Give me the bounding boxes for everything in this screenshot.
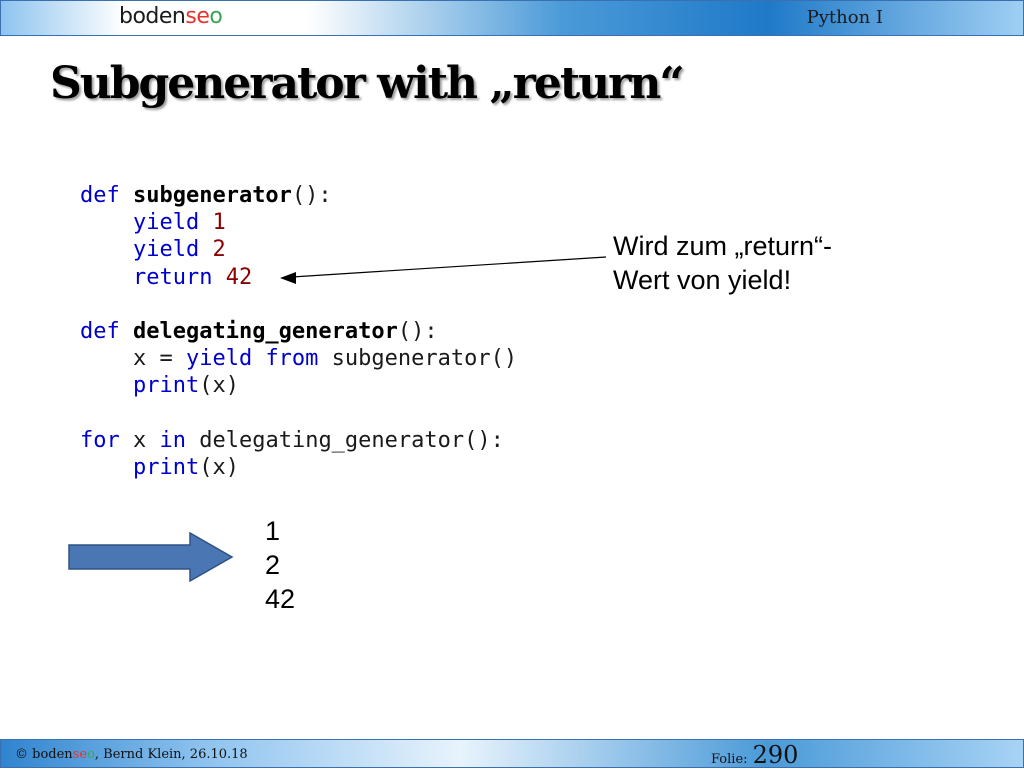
code-token: print <box>132 455 200 481</box>
code-line: return 42 <box>80 265 252 290</box>
code-line: print(x) <box>80 455 239 480</box>
code-block: def subgenerator(): yield 1 yield 2 retu… <box>80 182 517 481</box>
header-bar: bodenseo Python I <box>0 0 1024 36</box>
slide-title: Subgenerator with „return“ <box>50 58 685 109</box>
code-token: yield from <box>185 346 332 372</box>
code-token: yield <box>132 210 213 236</box>
code-line: def subgenerator(): <box>80 183 332 208</box>
code-token: subgenerator <box>132 183 292 208</box>
code-token: for <box>80 427 133 453</box>
code-token: delegating_generator(): <box>199 427 504 453</box>
annotation-note: Wird zum „return“- Wert von yield! <box>613 229 832 297</box>
output-line: 42 <box>265 584 296 614</box>
code-token: 2 <box>212 237 226 263</box>
code-token: (x) <box>199 373 239 399</box>
code-token: (): <box>291 183 332 208</box>
code-token: (): <box>397 319 438 345</box>
footer-bar: © bodenseo, Bernd Klein, 26.10.18 Folie:… <box>0 739 1024 769</box>
code-token: 1 <box>212 210 226 236</box>
code-line: def delegating_generator(): <box>80 319 438 344</box>
program-output: 1 2 42 <box>265 514 295 616</box>
code-token: subgenerator() <box>331 346 518 372</box>
code-line: yield 2 <box>80 237 226 262</box>
footer-copyright: © bodenseo, Bernd Klein, 26.10.18 <box>15 747 248 762</box>
code-token: (x) <box>199 455 239 481</box>
code-line: for x in delegating_generator(): <box>80 428 504 453</box>
code-token: print <box>132 373 200 399</box>
output-line: 1 <box>265 516 281 546</box>
code-line: print(x) <box>80 373 239 398</box>
code-token: def <box>80 319 133 345</box>
code-line: yield 1 <box>80 210 226 235</box>
code-token: in <box>159 427 200 453</box>
slide-number: Folie: 290 <box>711 741 799 769</box>
course-title: Python I <box>806 7 883 28</box>
note-line: Wert von yield! <box>613 265 792 295</box>
code-token: delegating_generator <box>132 319 398 345</box>
note-line: Wird zum „return“- <box>613 231 833 261</box>
code-token: x = <box>80 346 186 372</box>
code-token: yield <box>132 237 213 263</box>
code-token: def <box>80 183 133 208</box>
code-line: x = yield from subgenerator() <box>80 346 517 371</box>
output-arrow-icon <box>68 532 234 583</box>
output-line: 2 <box>265 550 281 580</box>
code-token: x <box>132 427 160 453</box>
code-token: 42 <box>225 264 253 290</box>
bodenseo-logo: bodenseo <box>119 4 223 29</box>
code-token: return <box>132 264 226 290</box>
